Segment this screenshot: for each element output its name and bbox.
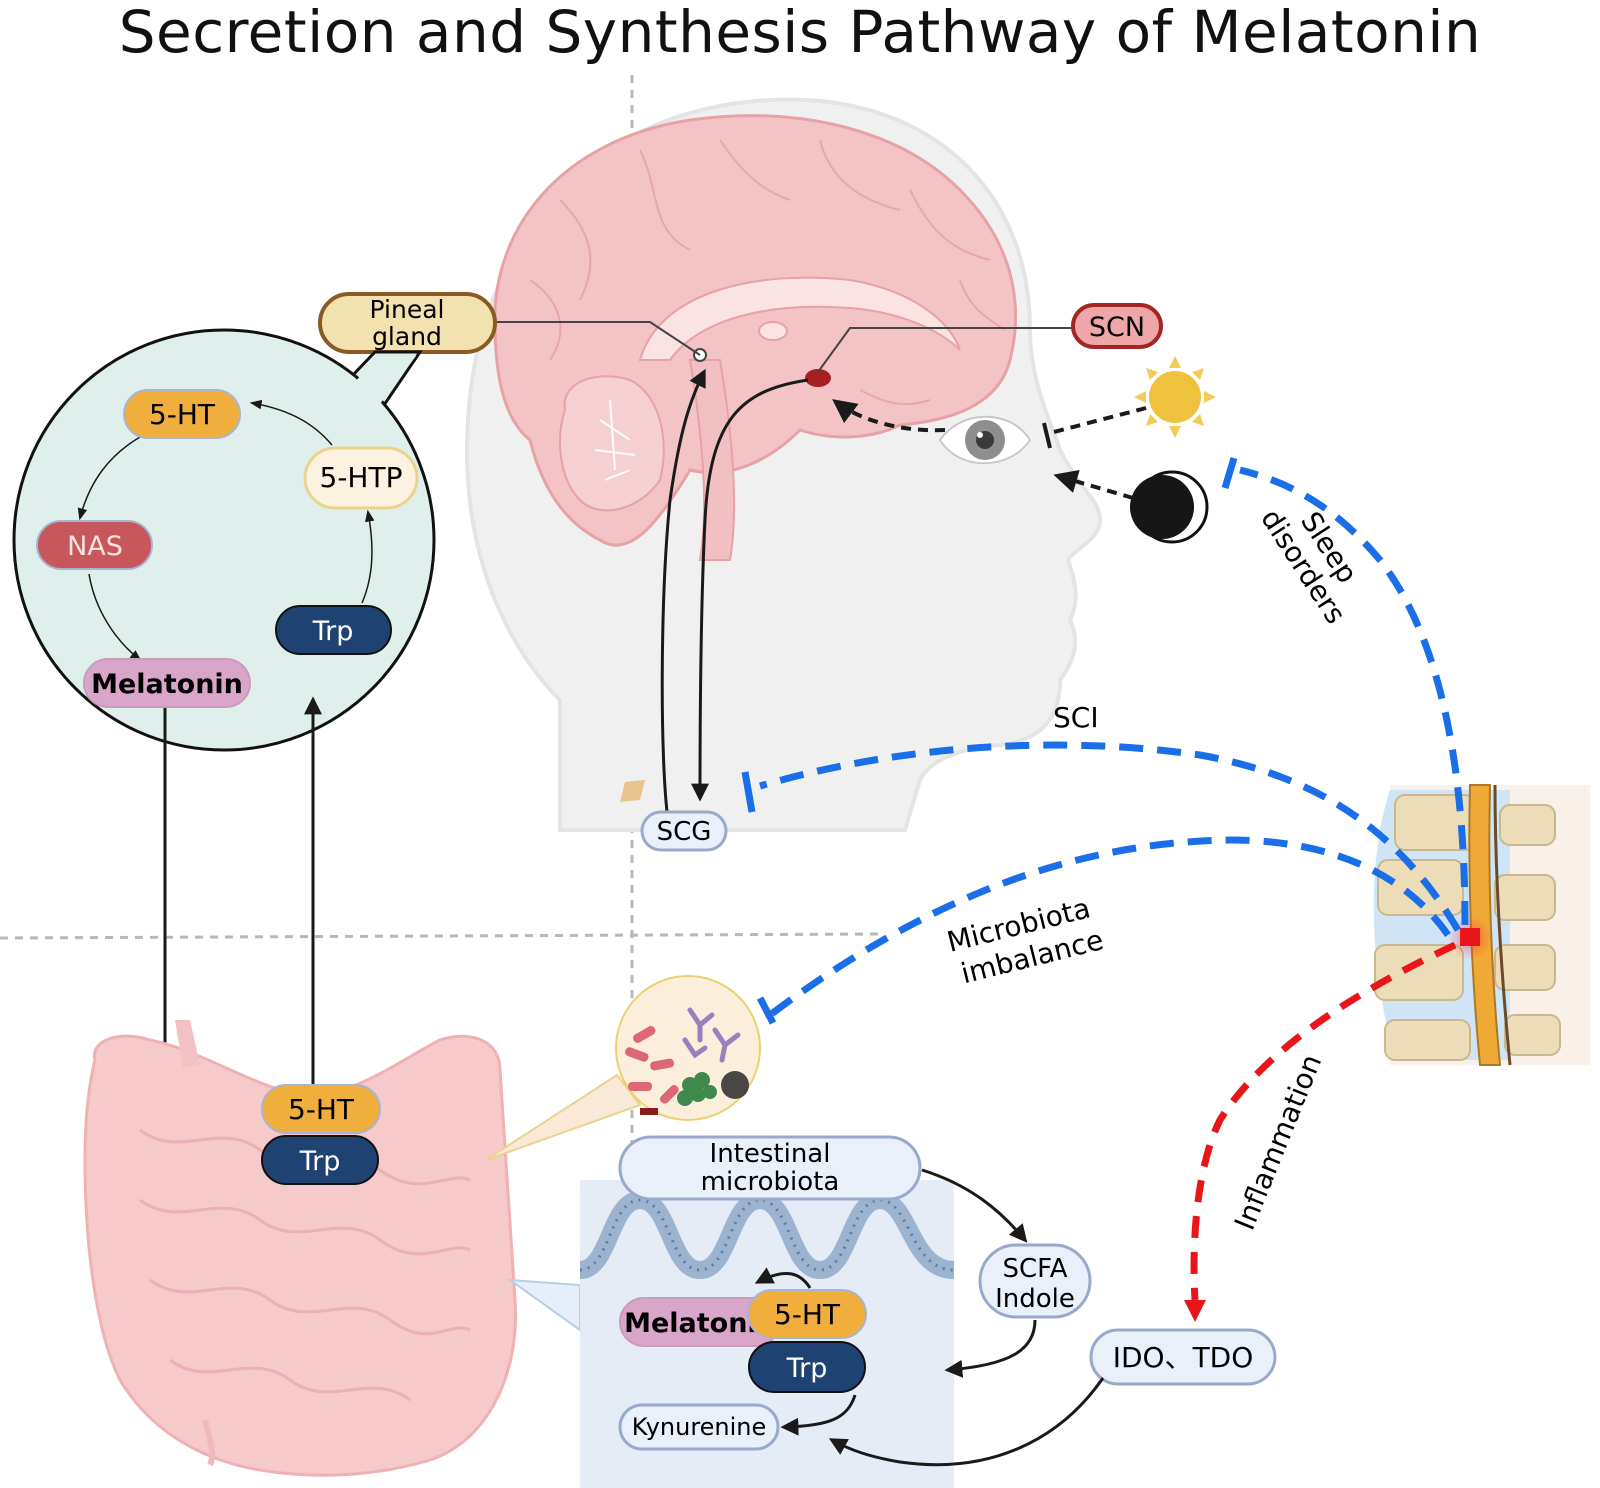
kynurenine-text: Kynurenine <box>632 1413 767 1441</box>
pineal-nas-node[interactable]: NAS <box>36 520 153 570</box>
inflammation-arrow <box>1190 941 1457 1301</box>
detail-5ht-node[interactable]: 5-HT <box>747 1289 867 1339</box>
pineal-label-line2: gland <box>372 322 442 351</box>
pineal-5ht-node[interactable]: 5-HT <box>123 389 241 439</box>
gut-trp-text: Trp <box>299 1146 341 1177</box>
gut-trp-node[interactable]: Trp <box>261 1135 379 1185</box>
sci-inhibit-line <box>759 741 1462 932</box>
pineal-gland-label[interactable]: Pineal gland <box>318 292 497 354</box>
sleep-disorders-inhibit-line <box>1239 466 1469 926</box>
scg-label[interactable]: SCG <box>640 810 728 852</box>
detail-trp-node[interactable]: Trp <box>748 1341 866 1393</box>
microbiota-to-scfa-arrow <box>921 1168 1028 1243</box>
microbiota-label-line2: microbiota <box>701 1167 840 1197</box>
kynurenine-node[interactable]: Kynurenine <box>618 1403 780 1451</box>
trp-to-5htp-arrow <box>361 509 375 604</box>
eye-illustration <box>938 415 1032 465</box>
pineal-5htp-node[interactable]: 5-HTP <box>303 446 419 510</box>
scn-to-scg-arrow <box>691 378 809 802</box>
detail-trp-text: Trp <box>786 1353 828 1384</box>
spinal-cord-illustration <box>1373 784 1590 1066</box>
trp-kynurenine-curve <box>780 1394 857 1436</box>
horizontal-divider <box>0 932 881 940</box>
5ht-to-melatonin-arrow <box>754 1267 812 1289</box>
diagram-title: Secretion and Synthesis Pathway of Melat… <box>118 0 1482 66</box>
scn-text: SCN <box>1089 312 1145 343</box>
microbiota-callout-wedge <box>485 1073 642 1161</box>
pineal-synthesis-cycle: 5-HT 5-HTP NAS Trp Melatonin <box>12 328 436 752</box>
moon-icon <box>1130 470 1209 544</box>
detail-melatonin-node[interactable]: Melatonin <box>619 1297 781 1347</box>
eye-to-scn-arrow <box>832 399 946 433</box>
inflammation-text: Inflammation <box>1228 1050 1328 1235</box>
scn-marker <box>805 369 831 387</box>
detail-5ht-text: 5-HT <box>774 1298 841 1331</box>
scn-label[interactable]: SCN <box>1071 303 1163 349</box>
sun-to-eye-inhibit <box>1049 406 1147 435</box>
pineal-label-line1: Pineal <box>370 295 445 324</box>
scn-leader-line <box>817 327 1072 373</box>
indole-text: Indole <box>995 1284 1075 1314</box>
microbiota-imbalance-inhibit-line <box>767 836 1451 1018</box>
ido-tdo-text: IDO、TDO <box>1113 1341 1254 1374</box>
microbiota-imbalance-label: Microbiota imbalance <box>944 891 1107 990</box>
scg-to-pineal-arrow <box>660 368 706 821</box>
inflammation-label: Inflammation <box>1228 1050 1328 1235</box>
pineal-leader-line <box>493 321 701 356</box>
microbiota-bubble <box>615 975 761 1121</box>
sun-icon <box>1134 356 1216 438</box>
pineal-trp-node[interactable]: Trp <box>275 605 392 655</box>
gut-5ht-node[interactable]: 5-HT <box>261 1084 381 1134</box>
5htp-to-5ht-arrow <box>249 399 333 446</box>
ido-to-kynurenine-arrow <box>828 1377 1105 1467</box>
scfa-text: SCFA <box>1002 1254 1067 1284</box>
mucosa-callout-wedge <box>506 1278 581 1332</box>
nas-to-melatonin-arrow <box>88 573 142 662</box>
injury-site-marker <box>1460 928 1480 946</box>
pineal-melatonin-text: Melatonin <box>91 669 243 700</box>
scfa-indole-node[interactable]: SCFA Indole <box>978 1243 1092 1319</box>
pineal-5htp-text: 5-HTP <box>320 461 403 494</box>
pineal-melatonin-node[interactable]: Melatonin <box>83 658 251 708</box>
5ht-to-nas-arrow <box>77 436 141 521</box>
ido-tdo-node[interactable]: IDO、TDO <box>1089 1328 1277 1386</box>
scg-text: SCG <box>657 817 712 847</box>
pineal-5ht-text: 5-HT <box>149 398 216 431</box>
moon-to-eye-arrow <box>1053 469 1134 500</box>
sci-label: SCI <box>1053 701 1099 734</box>
gut-5ht-text: 5-HT <box>288 1093 355 1126</box>
inflammation-arrowhead <box>1184 1300 1206 1322</box>
microbiota-label-line1: Intestinal <box>710 1139 831 1169</box>
scfa-to-trp-arrow <box>944 1319 1037 1378</box>
pineal-nas-text: NAS <box>67 531 123 562</box>
sleep-disorders-label: Sleep disorders <box>1254 503 1364 629</box>
pineal-trp-text: Trp <box>312 616 354 647</box>
intestinal-microbiota-node[interactable]: Intestinal microbiota <box>618 1135 922 1201</box>
